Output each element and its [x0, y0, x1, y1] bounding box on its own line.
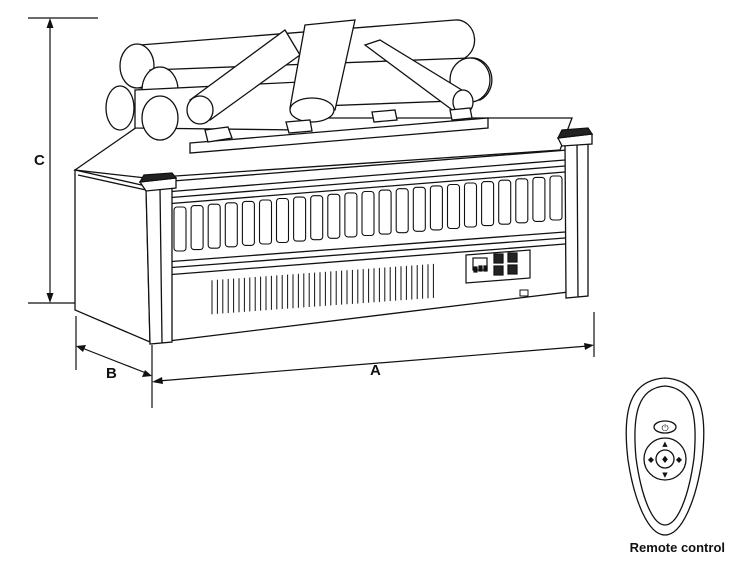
fireplace-body	[73, 117, 573, 343]
flame-slot	[241, 200, 255, 246]
left-icon: ◆	[648, 455, 655, 464]
center-button	[655, 449, 675, 469]
dimension-c	[28, 17, 98, 304]
up-arrow-icon: ▲	[662, 440, 668, 448]
dimension-b-label: B	[106, 365, 117, 382]
right-corner-post	[556, 127, 594, 299]
heater-vent-grille	[211, 263, 434, 315]
control-panel	[465, 249, 531, 284]
foot	[519, 289, 529, 297]
panel-button	[507, 264, 518, 275]
flame-slot	[532, 176, 546, 222]
power-icon: ⏻	[661, 423, 668, 434]
flame-slot	[463, 182, 478, 228]
power-button	[653, 420, 677, 434]
flame-slot	[327, 193, 341, 239]
flame-slot	[310, 195, 324, 241]
flame-slot	[498, 179, 512, 225]
down-arrow-icon: ▼	[662, 471, 668, 479]
flame-slot	[224, 202, 238, 248]
panel-button	[493, 253, 504, 264]
left-corner-post	[138, 172, 178, 345]
remote-control-caption: Remote control	[629, 540, 725, 555]
flame-slot	[275, 197, 290, 244]
flame-slot	[549, 175, 563, 221]
dimension-a	[152, 312, 595, 384]
flame-slot	[446, 183, 461, 230]
flame-slot	[395, 188, 409, 234]
flame-slot	[378, 189, 392, 235]
flame-slot	[429, 185, 443, 231]
log-set	[105, 19, 493, 154]
remote-control: ⏻ ♦ ▲ ▼ ◆ ◆	[625, 377, 705, 536]
dimension-b	[75, 316, 153, 408]
flame-slot	[361, 190, 375, 237]
flame-slot	[481, 181, 495, 227]
panel-button	[507, 252, 518, 263]
dimension-c-label: C	[34, 152, 45, 169]
flame-window-slots	[173, 175, 563, 252]
right-icon: ◆	[676, 455, 683, 464]
flame-slot	[207, 203, 221, 249]
flame-slot	[258, 199, 273, 245]
flame-slot	[173, 206, 187, 252]
flame-slot	[412, 186, 426, 232]
flame-slot	[515, 178, 529, 224]
flame-slot	[190, 205, 204, 251]
flame-slot	[293, 196, 307, 242]
front-frame	[159, 149, 569, 343]
dimension-a-label: A	[370, 362, 381, 379]
flame-icon: ♦	[661, 455, 670, 466]
panel-button	[493, 265, 504, 276]
flame-slot	[344, 192, 358, 238]
